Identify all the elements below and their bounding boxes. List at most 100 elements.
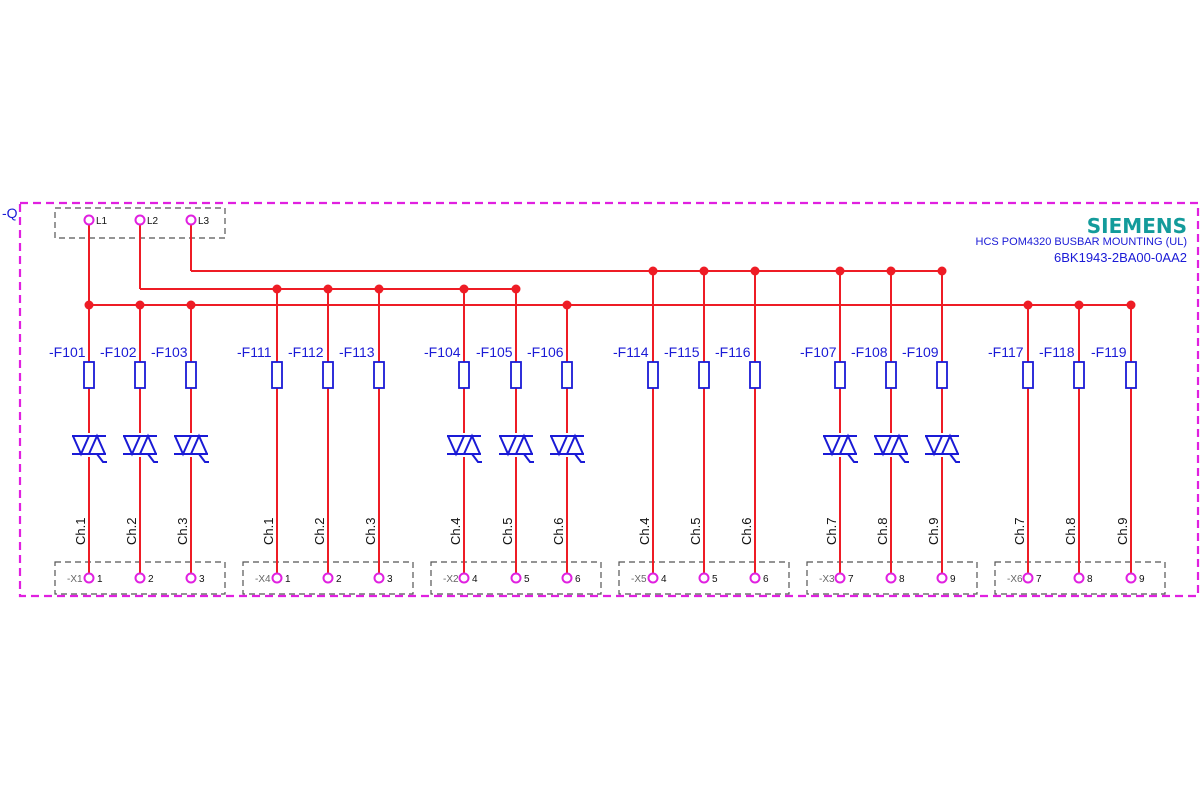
fuse-label: -F117 [988, 344, 1024, 360]
fuse-label: -F113 [339, 344, 375, 360]
terminal-pin [458, 572, 470, 584]
triac-mask [185, 433, 197, 457]
terminal-pin-label: 4 [661, 574, 667, 585]
junction-dot [1126, 300, 1136, 310]
channel-label: Ch.7 [824, 518, 839, 545]
junction-dot [374, 284, 384, 294]
junction-dot [1023, 300, 1033, 310]
fuse-label: -F106 [527, 344, 564, 360]
terminal-pin [510, 572, 522, 584]
channel-label: Ch.1 [261, 518, 276, 545]
terminal-block-label: -X5 [631, 574, 647, 585]
junction-dot [459, 284, 469, 294]
junction-dot [835, 266, 845, 276]
fuse-symbol [458, 361, 470, 389]
triac-tri-up [941, 433, 959, 455]
fuse-symbol [322, 361, 334, 389]
channel-label: Ch.6 [551, 518, 566, 545]
triac-tri-up [463, 433, 481, 455]
fuse-symbol [698, 361, 710, 389]
terminal-pin-label: 3 [387, 574, 393, 585]
enclosure-border [18, 201, 1200, 598]
channel-label: Ch.5 [500, 518, 515, 545]
triac-tri-down [174, 435, 192, 457]
triac-tri-down [550, 435, 568, 457]
fuse-label: -F101 [49, 344, 86, 360]
triac-mask [134, 433, 146, 457]
triac-mask [83, 433, 95, 457]
triac-mask [561, 433, 573, 457]
fuse-label: -F116 [715, 344, 751, 360]
channel-label: Ch.9 [926, 518, 941, 545]
fuse-label: -F114 [613, 344, 649, 360]
terminal-pin-label: 6 [763, 574, 769, 585]
terminal-pin [885, 572, 897, 584]
fuse-symbol [83, 361, 95, 389]
channel-label: Ch.2 [124, 518, 139, 545]
triac-gate [949, 453, 960, 463]
junction-dot [937, 266, 947, 276]
triac-symbol [174, 433, 209, 463]
triac-tri-up [890, 433, 908, 455]
fuse-label: -F111 [237, 344, 272, 360]
terminal-pin-label: 9 [1139, 574, 1145, 585]
triac-symbol [550, 433, 585, 463]
terminal-pin-label: 2 [336, 574, 342, 585]
device-tag: -Q [2, 205, 18, 221]
triac-tri-up [566, 433, 584, 455]
triac-symbol [499, 433, 534, 463]
triac-tri-up [515, 433, 533, 455]
triac-symbol [874, 433, 909, 463]
triac-gate [198, 453, 209, 463]
terminal-pin [698, 572, 710, 584]
triac-mask [936, 433, 948, 457]
terminal-pin [647, 572, 659, 584]
triac-gate [471, 453, 482, 463]
terminal-pin-label: 4 [472, 574, 478, 585]
fuse-symbol [1125, 361, 1137, 389]
supply-terminal-label: L3 [198, 216, 210, 227]
fuse-label: -F104 [424, 344, 461, 360]
fuse-label: -F103 [151, 344, 188, 360]
supply-terminal-L1 [83, 214, 95, 226]
triac-symbol [447, 433, 482, 463]
triac-tri-down [874, 435, 892, 457]
terminal-block-label: -X3 [819, 574, 835, 585]
triac-tri-down [447, 435, 465, 457]
terminal-block-label: -X6 [1007, 574, 1023, 585]
device-description: HCS POM4320 BUSBAR MOUNTING (UL) [976, 236, 1187, 248]
terminal-pin [1022, 572, 1034, 584]
terminal-pin-label: 3 [199, 574, 205, 585]
triac-gate [523, 453, 534, 463]
triac-tri-down [925, 435, 943, 457]
supply-terminal-L3 [185, 214, 197, 226]
junction-dot [699, 266, 709, 276]
terminal-pin-label: 1 [97, 574, 103, 585]
channel-label: Ch.2 [312, 518, 327, 545]
wiring-layer: -X1-F101Ch.11-F102Ch.22-F103Ch.33-X4-F11… [18, 201, 1200, 598]
fuse-symbol [561, 361, 573, 389]
fuse-symbol [1022, 361, 1034, 389]
junction-dot [272, 284, 282, 294]
triac-mask [458, 433, 470, 457]
channel-label: Ch.7 [1012, 518, 1027, 545]
fuse-label: -F108 [851, 344, 888, 360]
junction-dot [750, 266, 760, 276]
fuse-symbol [647, 361, 659, 389]
channel-label: Ch.3 [175, 518, 190, 545]
triac-gate [147, 453, 158, 463]
terminal-pin [373, 572, 385, 584]
junction-dot [186, 300, 196, 310]
terminal-pin [936, 572, 948, 584]
fuse-label: -F107 [800, 344, 837, 360]
fuse-symbol [885, 361, 897, 389]
brand-logo: SIEMENS [1087, 214, 1187, 238]
terminal-block-label: -X1 [67, 574, 83, 585]
terminal-pin-label: 1 [285, 574, 291, 585]
supply-terminal-label: L2 [147, 216, 159, 227]
triac-symbol [123, 433, 158, 463]
junction-dot [886, 266, 896, 276]
